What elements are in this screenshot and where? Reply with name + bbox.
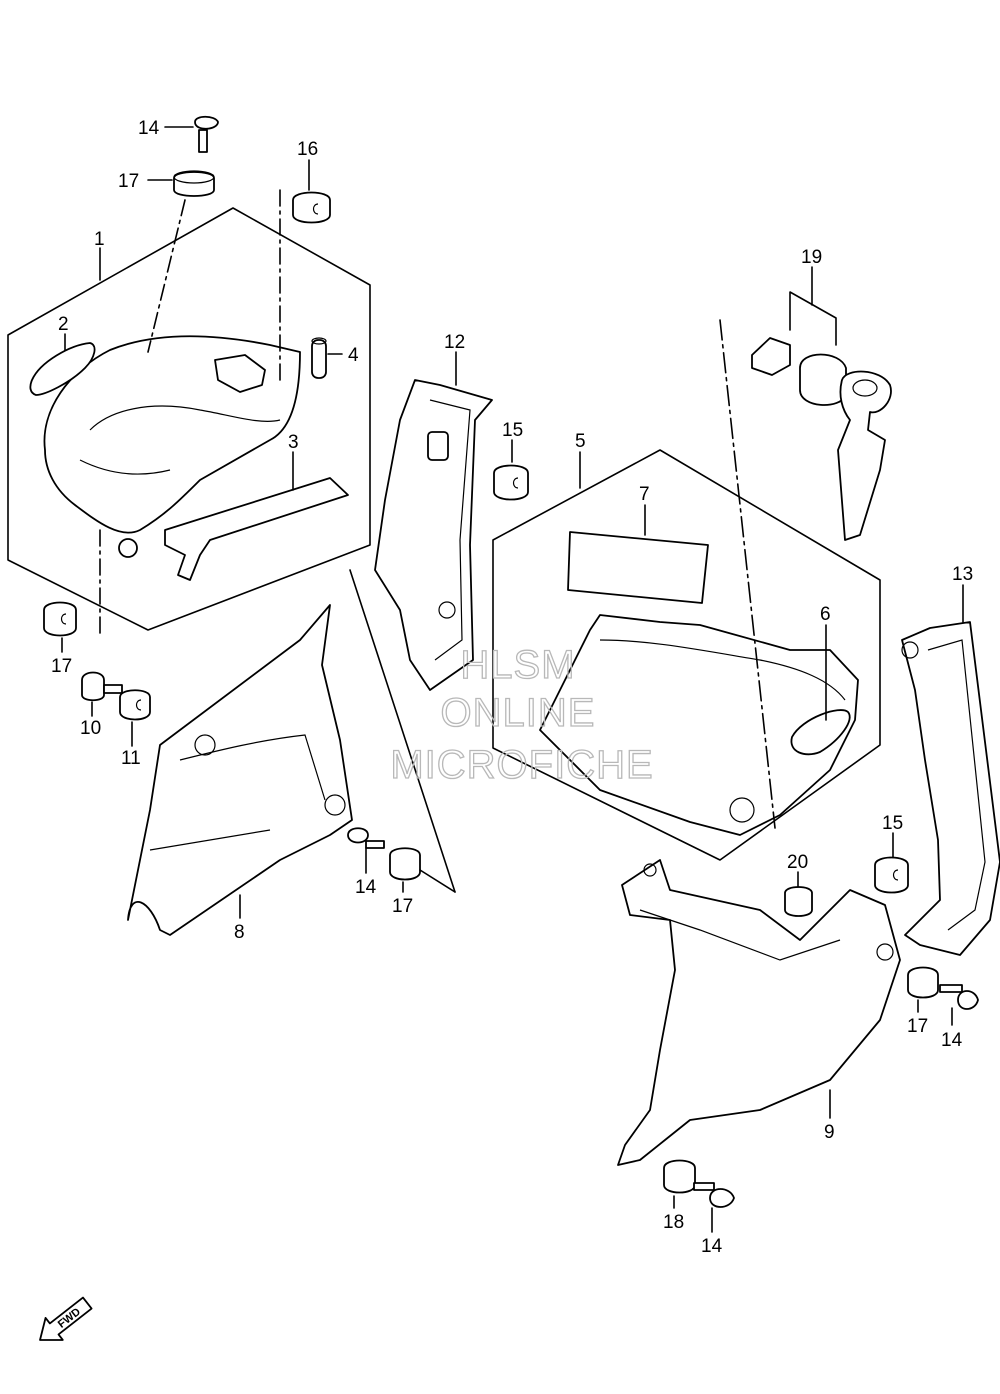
callout-labels: 14 17 16 1 2 4 3 12 15 5 7 19 6 13 17 10… <box>51 118 973 1257</box>
part-7-label[interactable] <box>567 531 709 604</box>
callout-5: 5 <box>575 431 586 452</box>
lower-left-hardware <box>43 529 151 721</box>
part-19-lock-set <box>751 291 892 541</box>
callout-14: 14 <box>701 1236 723 1257</box>
watermark-line-2: ONLINE <box>441 691 596 735</box>
watermark: HLSM ONLINE MICROFICHE <box>390 642 654 787</box>
part-8-group <box>127 604 456 936</box>
callout-2: 2 <box>58 314 69 335</box>
callout-3: 3 <box>288 432 299 453</box>
callout-10: 10 <box>80 718 101 739</box>
fwd-arrow-icon: FWD <box>39 1296 93 1341</box>
callout-14: 14 <box>355 877 377 898</box>
watermark-line-3: MICROFICHE <box>390 743 653 787</box>
part-9-cover[interactable] <box>617 859 901 1166</box>
callout-17: 17 <box>907 1016 928 1037</box>
callout-11: 11 <box>121 748 141 769</box>
part-13-group <box>874 621 1000 1010</box>
part-10-bolt[interactable] <box>81 671 105 702</box>
group-5-outline <box>492 449 881 861</box>
part-14-screw-right[interactable] <box>957 990 979 1010</box>
part-8-cover[interactable] <box>127 604 353 936</box>
part-19-keys[interactable] <box>837 370 892 541</box>
watermark-line-1: HLSM <box>460 643 575 687</box>
callout-8: 8 <box>234 922 245 943</box>
part-20-grommet[interactable] <box>784 886 813 917</box>
part-12-bracket[interactable] <box>374 379 493 691</box>
callout-14: 14 <box>138 118 160 139</box>
part-14-screw-bottom[interactable] <box>709 1188 735 1208</box>
part-9-group <box>617 859 901 1208</box>
part-17-grommet-top[interactable] <box>173 171 215 197</box>
callout-1: 1 <box>94 229 105 250</box>
callout-15: 15 <box>502 420 523 441</box>
part-17-grommet-right[interactable] <box>907 966 939 999</box>
callout-4: 4 <box>348 345 359 366</box>
callout-20: 20 <box>787 852 808 873</box>
part-13-bracket[interactable] <box>901 621 1000 956</box>
callout-17: 17 <box>51 656 72 677</box>
callout-17: 17 <box>118 171 139 192</box>
part-19-cylinder[interactable] <box>799 353 847 406</box>
part-15-grommet-b[interactable] <box>874 856 909 894</box>
leader-lines <box>61 159 964 1233</box>
part-4-pin[interactable] <box>311 339 327 379</box>
top-fasteners <box>147 115 331 381</box>
part-11-grommet[interactable] <box>119 689 151 721</box>
callout-6: 6 <box>820 604 831 625</box>
callout-16: 16 <box>297 139 318 160</box>
part-6-emblem[interactable] <box>790 709 851 756</box>
callout-7: 7 <box>639 484 650 505</box>
part-15-grommet-a[interactable] <box>493 464 529 501</box>
part-17-grommet-mid[interactable] <box>389 847 421 881</box>
part-2-sticker[interactable] <box>29 342 96 396</box>
part-12-group <box>349 379 529 893</box>
callout-13: 13 <box>952 564 973 585</box>
group-1-outline <box>7 207 371 631</box>
callout-15: 15 <box>882 813 903 834</box>
part-18-grommet[interactable] <box>663 1159 696 1194</box>
callout-9: 9 <box>824 1122 835 1143</box>
group-1-frame-cover <box>7 207 371 631</box>
part-3-plate[interactable] <box>164 477 349 581</box>
callout-17: 17 <box>392 896 413 917</box>
callout-18: 18 <box>663 1212 684 1233</box>
part-5-cover[interactable] <box>539 614 859 836</box>
part-19-nut[interactable] <box>751 337 791 376</box>
part-14-screw-top[interactable] <box>194 115 219 130</box>
callout-12: 12 <box>444 332 465 353</box>
part-17-grommet-left[interactable] <box>43 601 77 637</box>
part-14-screw-mid[interactable] <box>347 827 369 844</box>
group-5-frame-cover <box>492 319 881 861</box>
part-16-grommet[interactable] <box>292 191 331 224</box>
callout-19: 19 <box>801 247 822 268</box>
callout-14: 14 <box>941 1030 963 1051</box>
